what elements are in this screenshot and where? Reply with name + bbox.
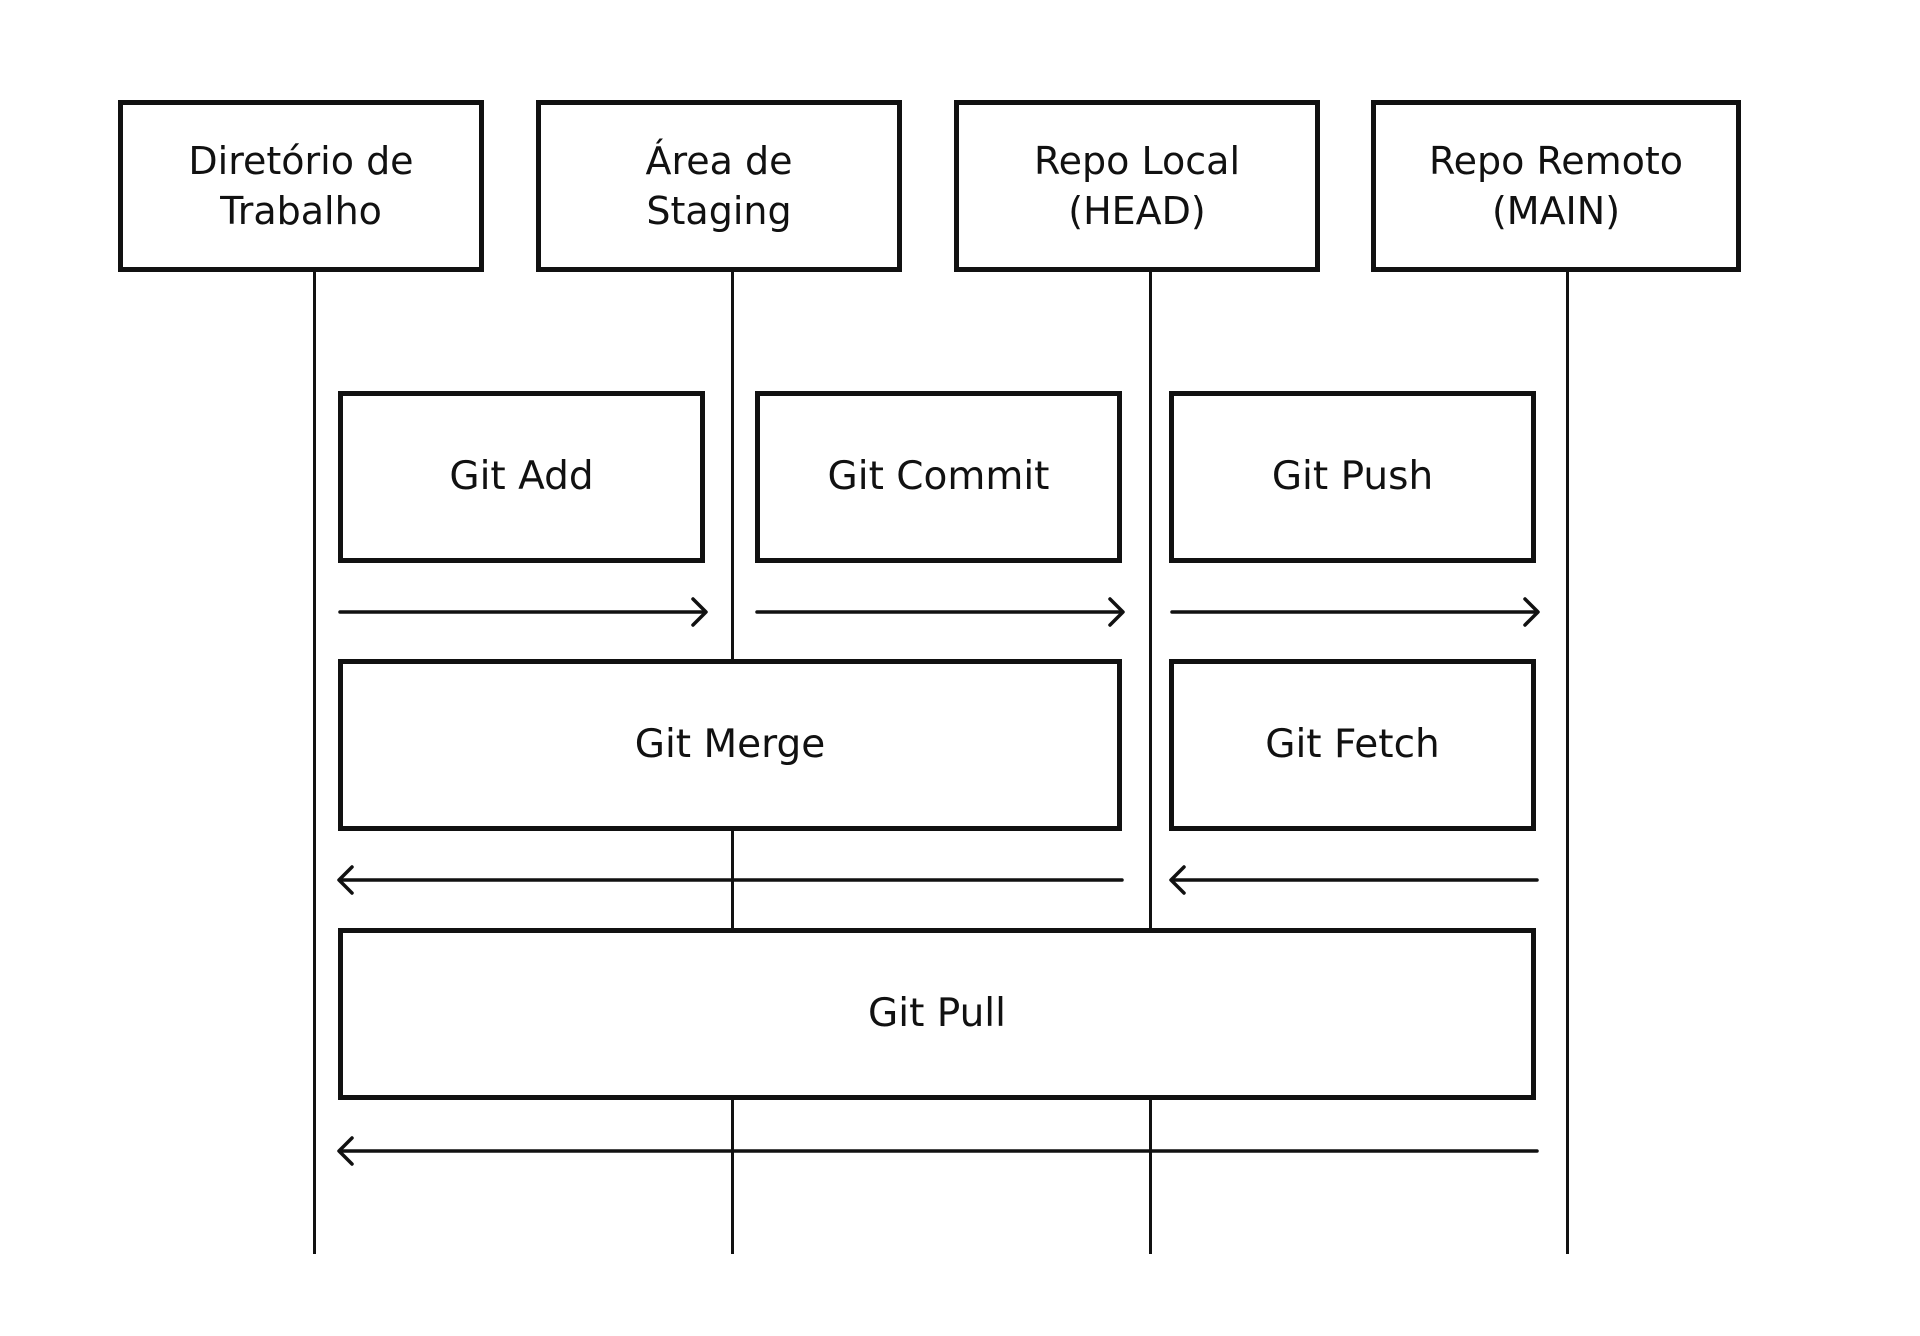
git-commit-label: Git Commit xyxy=(827,454,1050,499)
git-push-box: Git Push xyxy=(1169,391,1536,563)
participant-staging-line1: Área de xyxy=(645,139,793,183)
arrow-git-push xyxy=(1170,597,1540,627)
lifeline-remote-repo xyxy=(1566,270,1569,1254)
lifeline-local-repo xyxy=(1149,270,1152,1254)
participant-staging-line2: Staging xyxy=(646,189,792,233)
git-pull-box: Git Pull xyxy=(338,928,1536,1100)
participant-local-repo-line2: (HEAD) xyxy=(1068,189,1206,233)
participant-local-repo: Repo Local (HEAD) xyxy=(954,100,1320,272)
participant-remote-repo: Repo Remoto (MAIN) xyxy=(1371,100,1741,272)
participant-working-dir-line2: Trabalho xyxy=(220,189,382,233)
git-commit-box: Git Commit xyxy=(755,391,1122,563)
lifeline-working-dir xyxy=(313,270,316,1254)
git-add-box: Git Add xyxy=(338,391,705,563)
arrow-git-add xyxy=(338,597,708,627)
participant-working-dir-line1: Diretório de xyxy=(188,139,414,183)
git-push-label: Git Push xyxy=(1271,454,1434,499)
participant-staging: Área de Staging xyxy=(536,100,902,272)
git-merge-box: Git Merge xyxy=(338,659,1122,831)
git-add-label: Git Add xyxy=(449,454,594,499)
participant-remote-repo-line1: Repo Remoto xyxy=(1428,139,1683,183)
arrow-git-commit xyxy=(755,597,1125,627)
participant-working-dir: Diretório de Trabalho xyxy=(118,100,484,272)
arrow-git-pull xyxy=(337,1136,1539,1166)
arrow-git-fetch xyxy=(1169,865,1539,895)
git-fetch-label: Git Fetch xyxy=(1265,722,1440,767)
arrow-git-merge xyxy=(337,865,1124,895)
git-fetch-box: Git Fetch xyxy=(1169,659,1536,831)
git-merge-label: Git Merge xyxy=(634,722,826,767)
git-pull-label: Git Pull xyxy=(868,991,1006,1036)
participant-local-repo-line1: Repo Local xyxy=(1033,139,1240,183)
participant-remote-repo-line2: (MAIN) xyxy=(1491,189,1621,233)
